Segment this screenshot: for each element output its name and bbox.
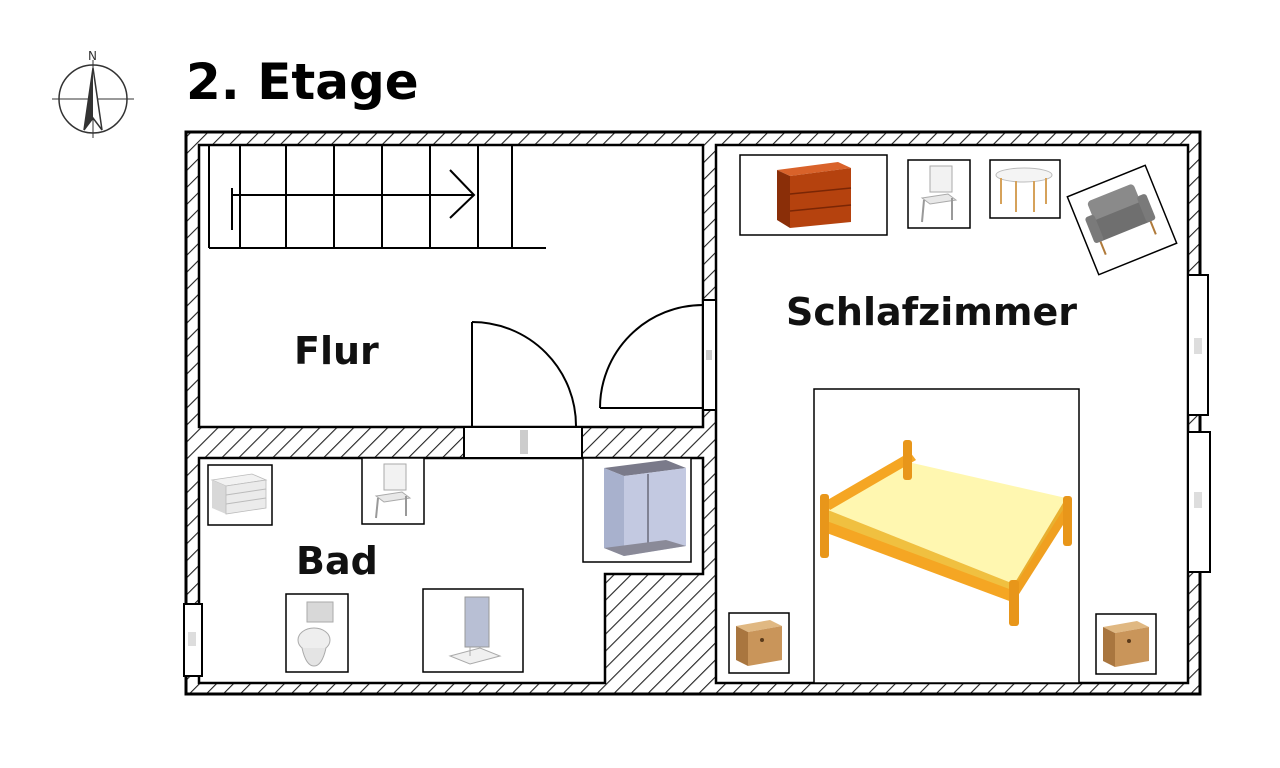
window-schlafzimmer-lower bbox=[1187, 431, 1211, 573]
toilet-icon bbox=[285, 593, 349, 673]
bed-icon bbox=[813, 388, 1080, 684]
armchair-icon bbox=[1066, 164, 1178, 276]
chair-icon bbox=[907, 159, 971, 229]
nightstand-left-icon bbox=[728, 612, 790, 674]
window-schlafzimmer-upper bbox=[1187, 274, 1209, 416]
window-bad bbox=[183, 603, 203, 677]
sink-icon bbox=[422, 588, 524, 673]
room-label-bad: Bad bbox=[296, 539, 378, 583]
nightstand-right-icon bbox=[1095, 613, 1157, 675]
room-label-schlafzimmer: Schlafzimmer bbox=[786, 290, 1077, 334]
compass-icon: N bbox=[52, 49, 134, 138]
shower-icon bbox=[582, 457, 692, 563]
room-label-flur: Flur bbox=[294, 329, 379, 373]
table-icon bbox=[989, 159, 1061, 219]
dresser-icon bbox=[739, 154, 888, 236]
bathroom-chair-icon bbox=[361, 457, 425, 525]
door-flur-bad bbox=[463, 321, 583, 459]
page-title: 2. Etage bbox=[186, 53, 419, 111]
cabinet-icon bbox=[207, 464, 273, 526]
door-flur-schlafzimmer bbox=[599, 299, 717, 411]
compass-north-label: N bbox=[88, 49, 97, 63]
staircase bbox=[208, 145, 546, 249]
